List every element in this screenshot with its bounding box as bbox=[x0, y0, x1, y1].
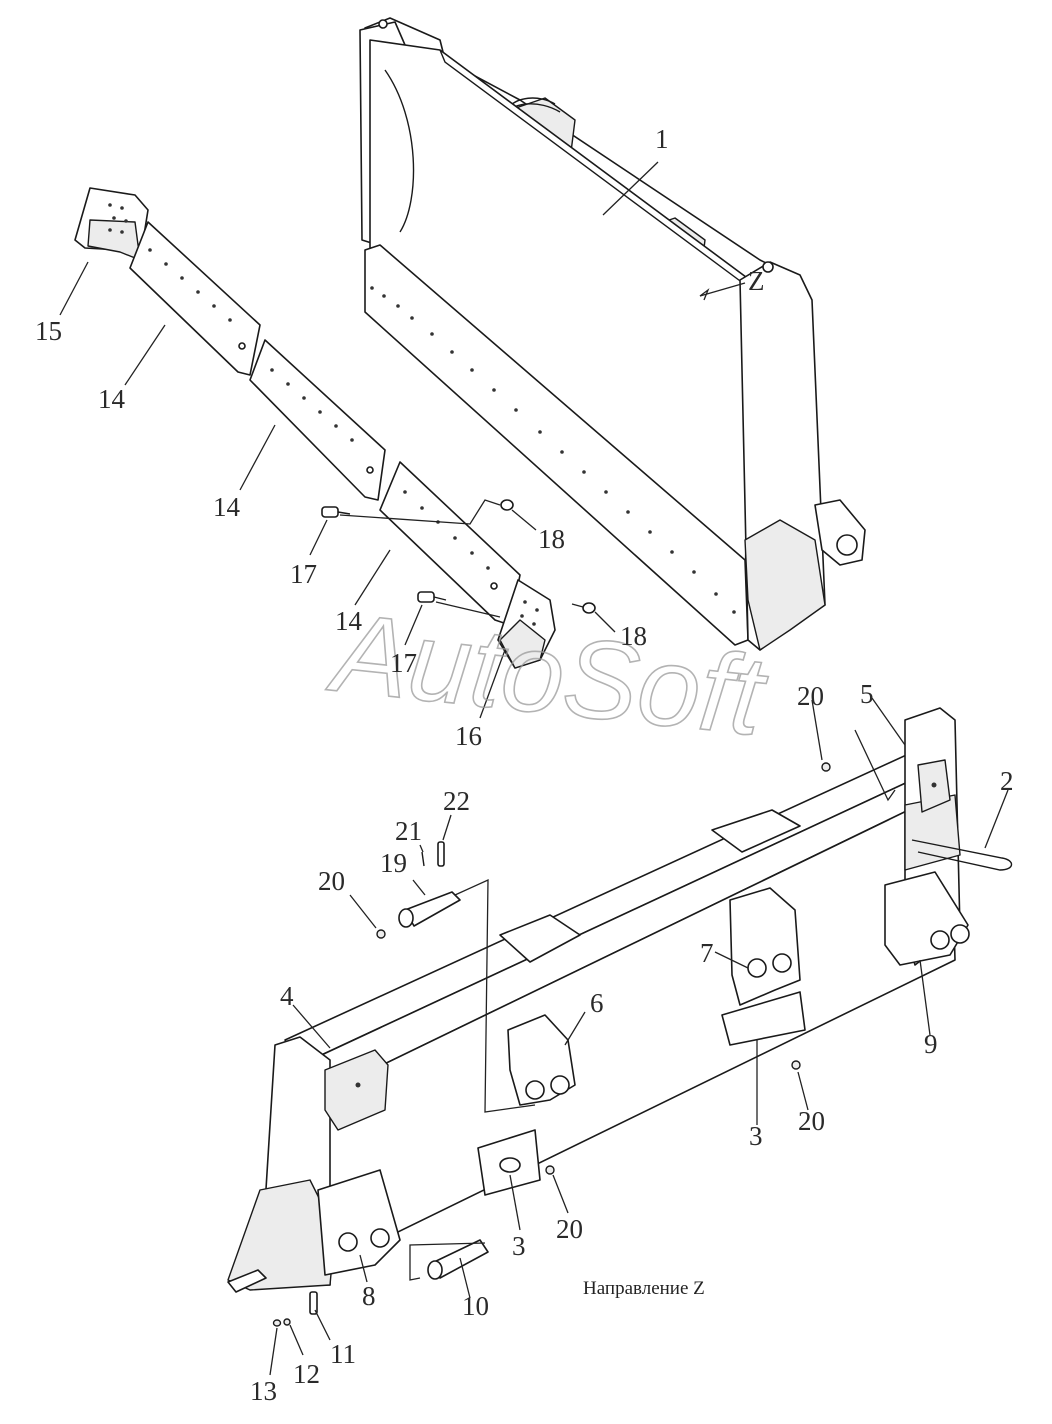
callout-14-low: 14 bbox=[335, 606, 363, 636]
pin-10 bbox=[427, 1239, 489, 1280]
callout-13: 13 bbox=[250, 1376, 277, 1406]
callout-11: 11 bbox=[330, 1339, 356, 1369]
bolt-17-upper bbox=[321, 506, 351, 518]
callout-3-right: 3 bbox=[749, 1121, 763, 1151]
leader-lines bbox=[59, 161, 1009, 1376]
right-end-bit-16 bbox=[497, 579, 556, 669]
callout-14-top: 14 bbox=[98, 384, 126, 414]
callout-18-lower: 18 bbox=[620, 621, 647, 651]
callout-17-lower: 17 bbox=[390, 648, 417, 678]
callout-17-upper: 17 bbox=[290, 559, 317, 589]
pin-19 bbox=[398, 891, 461, 928]
cotter-21 bbox=[421, 851, 425, 867]
view-caption: Направление Z bbox=[583, 1278, 705, 1299]
callout-9: 9 bbox=[924, 1029, 938, 1059]
nut-18-upper bbox=[500, 499, 514, 511]
callout-7: 7 bbox=[700, 938, 714, 968]
callout-14-mid: 14 bbox=[213, 492, 241, 522]
grease-fitting-20-bottom bbox=[545, 1165, 555, 1175]
bolt-17-lower bbox=[417, 591, 447, 603]
callout-19: 19 bbox=[380, 848, 407, 878]
callout-5: 5 bbox=[860, 679, 874, 709]
grease-fitting-20-right bbox=[791, 1060, 801, 1070]
cutting-edge-holes bbox=[370, 286, 736, 614]
direction-z-marker: Z bbox=[748, 266, 765, 296]
push-frame bbox=[227, 707, 1013, 1293]
grease-fitting-20-top bbox=[821, 762, 831, 772]
callout-16: 16 bbox=[455, 721, 482, 751]
callout-15: 15 bbox=[35, 316, 62, 346]
callout-22: 22 bbox=[443, 786, 470, 816]
callout-20-bottom: 20 bbox=[556, 1214, 583, 1244]
callout-3-lower: 3 bbox=[512, 1231, 526, 1261]
callout-20-top: 20 bbox=[797, 681, 824, 711]
cutting-edge-segment-14-top bbox=[129, 221, 261, 376]
callout-2: 2 bbox=[1000, 766, 1014, 796]
lynch-pin-22 bbox=[437, 841, 445, 867]
callout-6: 6 bbox=[590, 988, 604, 1018]
callout-12: 12 bbox=[293, 1359, 320, 1389]
callout-10: 10 bbox=[462, 1291, 489, 1321]
callout-20-right: 20 bbox=[798, 1106, 825, 1136]
callouts: 1 Z 15 14 14 18 17 14 18 17 16 20 5 2 22… bbox=[35, 124, 1014, 1406]
washer-12 bbox=[283, 1318, 291, 1326]
cutting-edge-segment-14-mid bbox=[249, 339, 386, 501]
callout-1: 1 bbox=[655, 124, 669, 154]
nut-18-lower bbox=[582, 602, 596, 614]
callout-20-left: 20 bbox=[318, 866, 345, 896]
blade-assembly bbox=[359, 17, 866, 651]
callout-8: 8 bbox=[362, 1281, 376, 1311]
grease-fitting-20-left bbox=[376, 929, 386, 939]
nut-13 bbox=[272, 1319, 282, 1327]
callout-18-upper: 18 bbox=[538, 524, 565, 554]
left-end-bit-15 bbox=[74, 187, 149, 261]
callout-4: 4 bbox=[280, 981, 294, 1011]
pin-11 bbox=[309, 1291, 318, 1315]
callout-21: 21 bbox=[395, 816, 422, 846]
